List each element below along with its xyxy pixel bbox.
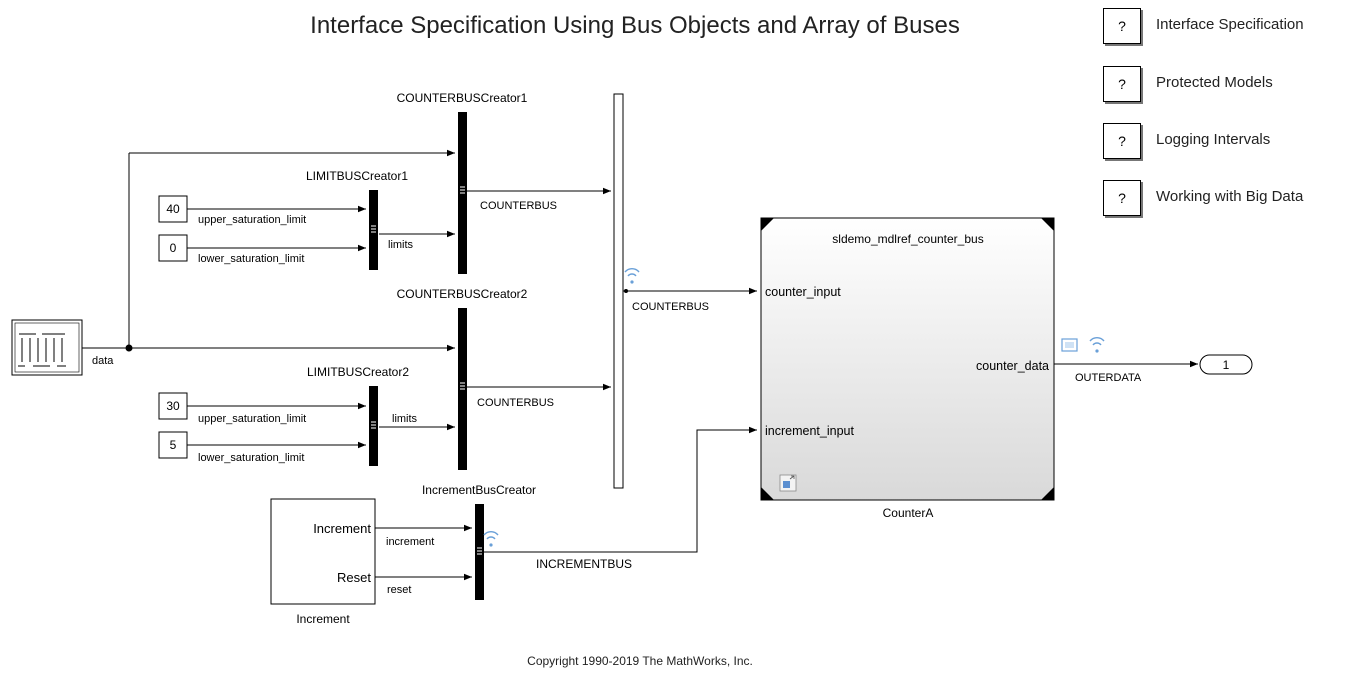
help-link-working-with-big-data[interactable]: Working with Big Data bbox=[1156, 188, 1304, 205]
signal-label-limits-2: limits bbox=[392, 413, 418, 425]
svg-text:40: 40 bbox=[166, 202, 180, 216]
increment-subsystem[interactable]: Increment Reset bbox=[270, 498, 376, 605]
counter-bus-creator-1-label: COUNTERBUSCreator1 bbox=[397, 91, 528, 105]
help-link-logging-intervals[interactable]: Logging Intervals bbox=[1156, 131, 1271, 148]
svg-text:0: 0 bbox=[170, 241, 177, 255]
signal-label-limits-1: limits bbox=[388, 239, 414, 251]
constant-lower-limit-1[interactable]: 0 bbox=[158, 234, 188, 262]
data-signal-lines[interactable] bbox=[82, 149, 455, 352]
outport-block[interactable]: 1 bbox=[1199, 354, 1253, 375]
increment-port-label: Increment bbox=[313, 521, 371, 536]
constant-upper-limit-2[interactable]: 30 bbox=[158, 392, 188, 420]
output-logging-icons bbox=[1061, 337, 1105, 353]
signal-label-increment: increment bbox=[386, 536, 434, 548]
limit-bus-creator-2[interactable] bbox=[369, 386, 378, 466]
svg-text:30: 30 bbox=[166, 399, 180, 413]
signal-logging-icon bbox=[483, 531, 499, 547]
branch-point bbox=[125, 344, 133, 352]
counter-bus-creator-2[interactable] bbox=[458, 308, 467, 470]
diagram-title: Interface Specification Using Bus Object… bbox=[310, 12, 960, 39]
model-protected-icon bbox=[779, 474, 797, 492]
signal-label-reset: reset bbox=[387, 584, 411, 596]
counter-input-port: counter_input bbox=[765, 285, 841, 299]
signal-label-counterbus-out: COUNTERBUS bbox=[632, 301, 709, 313]
model-reference-block[interactable]: sldemo_mdlref_counter_bus counter_input … bbox=[760, 217, 1055, 501]
counterbus-out-line[interactable] bbox=[623, 287, 757, 295]
help-button-logging-intervals[interactable]: ? bbox=[1103, 123, 1141, 159]
signal-label-outerdata: OUTERDATA bbox=[1075, 372, 1142, 384]
help-button-working-with-big-data[interactable]: ? bbox=[1103, 180, 1141, 216]
incrementbus-line[interactable] bbox=[484, 426, 757, 553]
increment-block-name: Increment bbox=[296, 612, 350, 626]
limit-bus-creator-2-label: LIMITBUSCreator2 bbox=[307, 365, 409, 379]
array-concatenate-block[interactable] bbox=[613, 93, 624, 489]
limit-signal-lines-1[interactable] bbox=[187, 205, 455, 252]
signal-label-upper-2: upper_saturation_limit bbox=[198, 413, 306, 425]
signal-source-block[interactable] bbox=[11, 319, 83, 376]
copyright-notice: Copyright 1990-2019 The MathWorks, Inc. bbox=[527, 654, 753, 668]
help-button-protected-models[interactable]: ? bbox=[1103, 66, 1141, 102]
svg-text:5: 5 bbox=[170, 438, 177, 452]
increment-input-port: increment_input bbox=[765, 424, 854, 438]
signal-builder-icon bbox=[18, 333, 66, 367]
model-block-name: CounterA bbox=[883, 506, 934, 520]
help-link-interface-specification[interactable]: Interface Specification bbox=[1156, 16, 1304, 33]
limit-signal-lines-2[interactable] bbox=[187, 402, 455, 449]
signal-logging-icon bbox=[1089, 337, 1105, 353]
signal-label-upper-1: upper_saturation_limit bbox=[198, 214, 306, 226]
signal-label-lower-2: lower_saturation_limit bbox=[198, 452, 304, 464]
signal-logging-icon bbox=[624, 268, 640, 284]
signal-label-lower-1: lower_saturation_limit bbox=[198, 253, 304, 265]
limit-bus-creator-1-label: LIMITBUSCreator1 bbox=[306, 169, 408, 183]
increment-bus-creator-label: IncrementBusCreator bbox=[422, 483, 536, 497]
viewer-icon bbox=[1061, 338, 1078, 352]
svg-text:1: 1 bbox=[1223, 358, 1230, 372]
counter-data-port: counter_data bbox=[976, 359, 1049, 373]
counter-bus-creator-2-label: COUNTERBUSCreator2 bbox=[397, 287, 528, 301]
model-name: sldemo_mdlref_counter_bus bbox=[832, 232, 983, 246]
reset-port-label: Reset bbox=[337, 570, 371, 585]
data-signal-label: data bbox=[92, 355, 114, 367]
increment-signal-lines[interactable] bbox=[375, 524, 472, 581]
constant-lower-limit-2[interactable]: 5 bbox=[158, 431, 188, 459]
help-link-protected-models[interactable]: Protected Models bbox=[1156, 74, 1273, 91]
increment-bus-creator[interactable] bbox=[475, 504, 484, 600]
signal-label-incrementbus: INCREMENTBUS bbox=[536, 557, 632, 571]
help-button-interface-specification[interactable]: ? bbox=[1103, 8, 1141, 44]
counter-bus-creator-1[interactable] bbox=[458, 112, 467, 274]
signal-label-counterbus-1: COUNTERBUS bbox=[480, 200, 557, 212]
constant-upper-limit-1[interactable]: 40 bbox=[158, 195, 188, 223]
signal-label-counterbus-2: COUNTERBUS bbox=[477, 397, 554, 409]
limit-bus-creator-1[interactable] bbox=[369, 190, 378, 270]
